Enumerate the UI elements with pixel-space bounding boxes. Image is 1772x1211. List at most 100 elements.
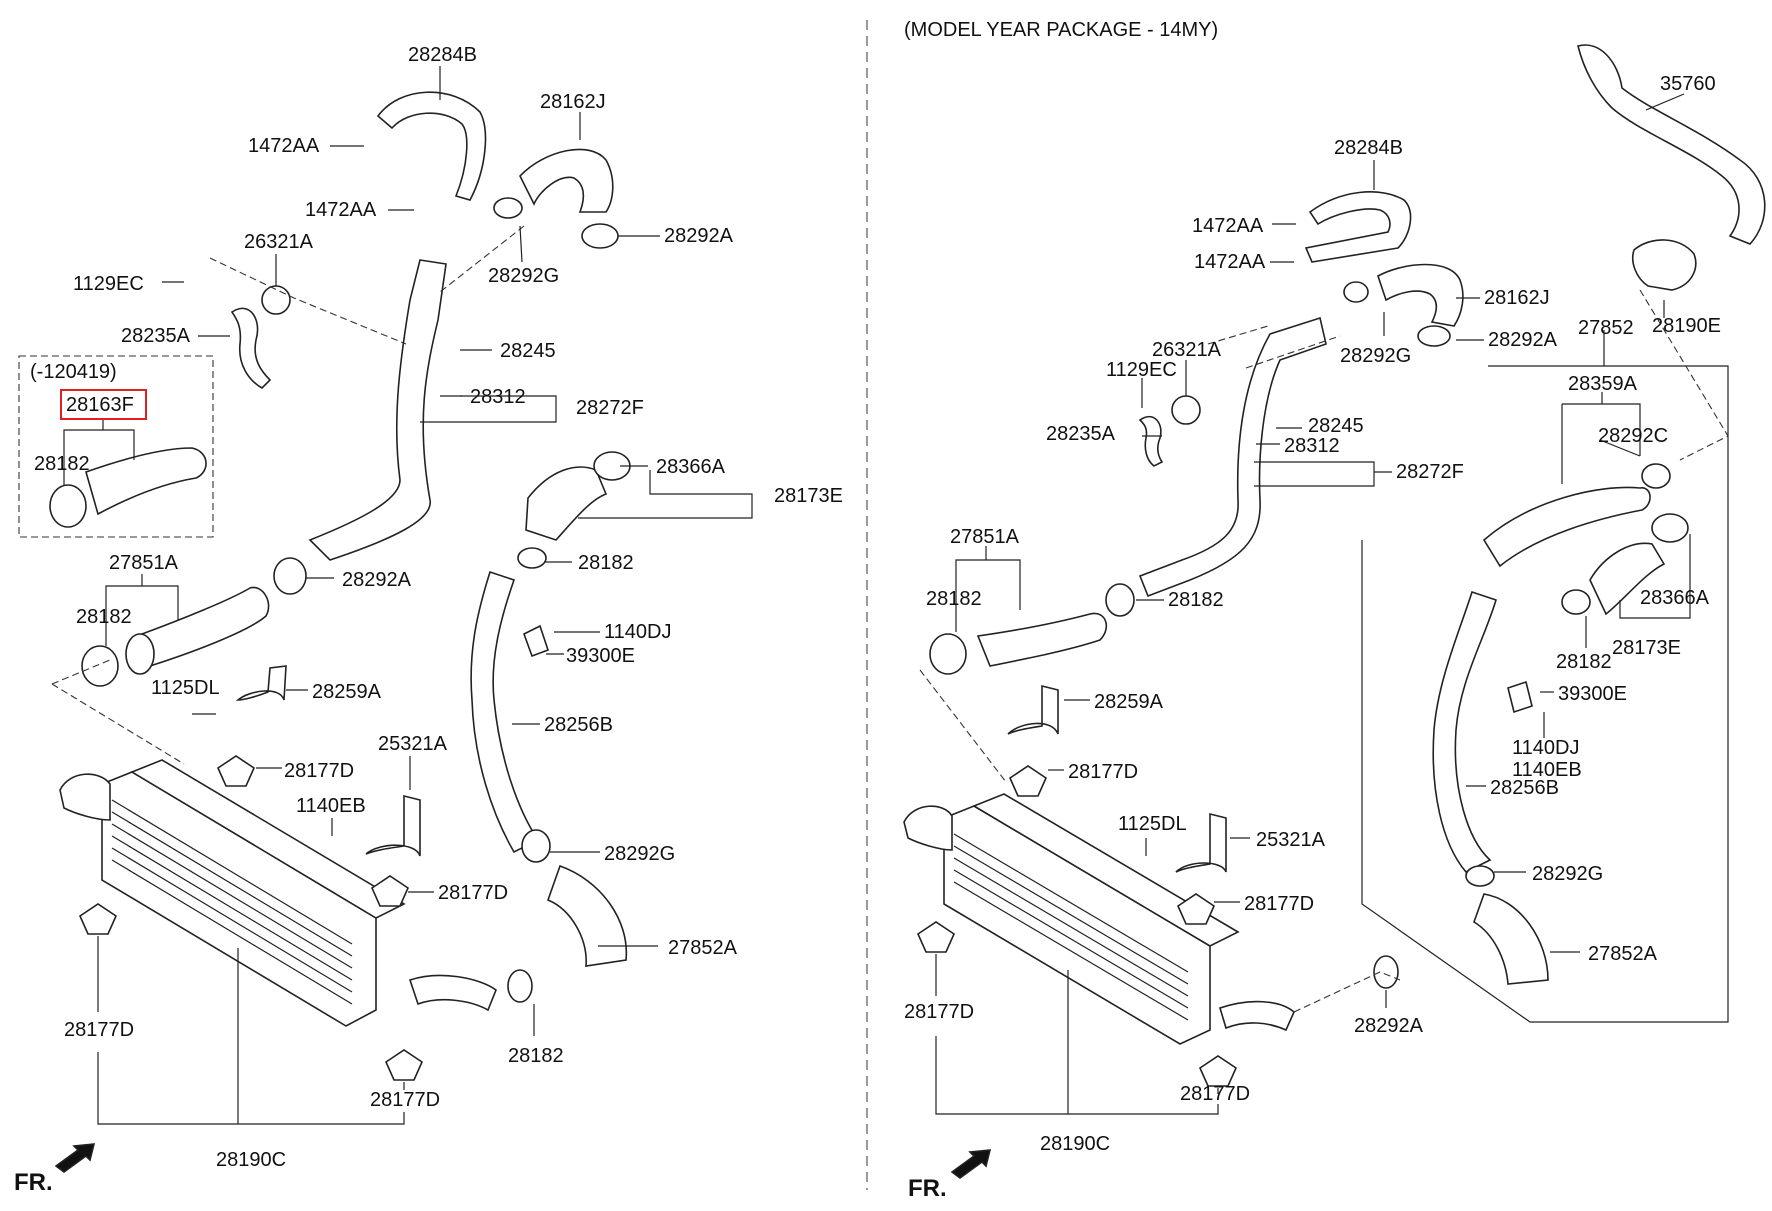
- label-28177D: 28177D: [904, 1001, 974, 1023]
- label-28190C: 28190C: [1040, 1133, 1110, 1155]
- intake-hose-35760: [1577, 44, 1766, 245]
- label-28312: 28312: [470, 386, 526, 408]
- bracket-26321A: [1171, 395, 1201, 425]
- label-39300E: 39300E: [1558, 683, 1627, 705]
- bracket-25321A: [365, 794, 421, 857]
- label-28259A: 28259A: [312, 681, 382, 703]
- pipe-28256B: [470, 570, 540, 854]
- label-28272F: 28272F: [1396, 461, 1464, 483]
- label-28256B: 28256B: [1490, 777, 1559, 799]
- left-panel: 28284B 1472AA 1472AA 28162J 28292A 28292…: [14, 44, 843, 1196]
- bracket-25321A: [1175, 812, 1227, 873]
- label-28173E: 28173E: [1612, 637, 1681, 659]
- bracket-39300E: [1507, 680, 1533, 714]
- clamp-28292A-mid: [273, 557, 307, 595]
- range-note: (-120419): [30, 361, 117, 383]
- label-28366A: 28366A: [656, 456, 726, 478]
- hose-outlet: [408, 974, 497, 1012]
- label-28359A: 28359A: [1568, 373, 1638, 395]
- label-28182: 28182: [34, 453, 90, 475]
- hose-28284B: [1304, 191, 1412, 263]
- label-27852A: 27852A: [1588, 943, 1658, 965]
- clamp-28292G-low: [1465, 865, 1495, 887]
- mount-28177D-c: [916, 921, 956, 953]
- label-39300E: 39300E: [566, 645, 635, 667]
- front-label: FR.: [14, 1169, 53, 1196]
- hose-28162J: [1377, 263, 1464, 327]
- label-28182: 28182: [1556, 651, 1612, 673]
- label-28292A: 28292A: [342, 569, 412, 591]
- clamp-28292A-top: [1417, 325, 1451, 347]
- label-1140EB: 1140EB: [296, 795, 366, 817]
- right-panel: (MODEL YEAR PACKAGE - 14MY): [903, 19, 1766, 1202]
- label-28173E: 28173E: [774, 485, 843, 507]
- mount-28177D-a: [1008, 765, 1048, 797]
- mount-28177D-d: [1198, 1055, 1238, 1087]
- label-28177D: 28177D: [438, 882, 508, 904]
- clamp-28292G-top: [1343, 281, 1369, 303]
- mount-28177D-d: [384, 1049, 424, 1081]
- label-28182: 28182: [76, 606, 132, 628]
- model-year-title: (MODEL YEAR PACKAGE - 14MY): [904, 19, 1218, 41]
- assembly-frame-27852: [1361, 365, 1729, 1023]
- pipe-28272F: [308, 259, 447, 561]
- pipe-28256B: [1432, 590, 1497, 873]
- bracket-26321A: [261, 285, 291, 315]
- label-28292A: 28292A: [664, 225, 734, 247]
- mount-28177D-b: [370, 875, 410, 907]
- hose-28173E: [1589, 542, 1666, 616]
- label-25321A: 25321A: [1256, 829, 1326, 851]
- label-28235A: 28235A: [121, 325, 191, 347]
- hose-28162J: [519, 148, 614, 213]
- label-27851A: 27851A: [950, 526, 1020, 548]
- label-1140EB: 1140EB: [1512, 759, 1582, 781]
- label-28177D: 28177D: [1244, 893, 1314, 915]
- label-28182: 28182: [578, 552, 634, 574]
- label-28312: 28312: [1284, 435, 1340, 457]
- label-28292C: 28292C: [1598, 425, 1668, 447]
- label-1129EC: 1129EC: [1106, 359, 1177, 381]
- label-28284B: 28284B: [408, 44, 477, 66]
- clamp-28182-a: [929, 633, 967, 675]
- clamp-28366A: [1651, 513, 1689, 543]
- clamp-28292A-low: [1373, 955, 1399, 989]
- label-27851A: 27851A: [109, 552, 179, 574]
- label-1140DJ: 1140DJ: [1512, 737, 1579, 759]
- mount-28177D-c: [78, 903, 118, 935]
- label-28292A: 28292A: [1354, 1015, 1424, 1037]
- pipe-28272F: [1138, 316, 1327, 598]
- clamp-28182-c: [1561, 589, 1591, 615]
- label-1125DL: 1125DL: [1118, 813, 1187, 835]
- clamp-28182-bot: [507, 969, 533, 1003]
- label-27852A: 27852A: [668, 937, 738, 959]
- clamp-28292A-top: [581, 223, 619, 249]
- front-arrow-icon: [950, 1149, 992, 1179]
- turbo-28190E: [1632, 239, 1697, 291]
- hose-28359A: [1482, 486, 1651, 568]
- mount-28177D-b: [1176, 893, 1216, 925]
- hose-27851A: [976, 612, 1108, 667]
- label-28292G: 28292G: [488, 265, 559, 287]
- clamp-28182-left2: [125, 633, 155, 675]
- label-28163F: 28163F: [66, 394, 134, 416]
- label-28182: 28182: [926, 588, 982, 610]
- label-28190C: 28190C: [216, 1149, 286, 1171]
- label-28235A: 28235A: [1046, 423, 1116, 445]
- label-28177D: 28177D: [64, 1019, 134, 1041]
- label-1472AA: 1472AA: [1192, 215, 1264, 237]
- bracket-39300E: [523, 624, 550, 658]
- label-28177D: 28177D: [1068, 761, 1138, 783]
- clamp-28182-mid: [517, 547, 547, 569]
- front-arrow-icon: [54, 1143, 96, 1173]
- intercooler-28190C: [59, 759, 406, 1027]
- label-28162J: 28162J: [540, 91, 606, 113]
- hose-27851A: [141, 586, 270, 668]
- label-25321A: 25321A: [378, 733, 448, 755]
- bracket-28259A: [1007, 684, 1059, 735]
- label-28272F: 28272F: [576, 397, 644, 419]
- label-1129EC: 1129EC: [73, 273, 144, 295]
- label-1472AA: 1472AA: [1194, 251, 1266, 273]
- clamp-28292G-low: [521, 829, 551, 863]
- label-27852: 27852: [1578, 317, 1634, 339]
